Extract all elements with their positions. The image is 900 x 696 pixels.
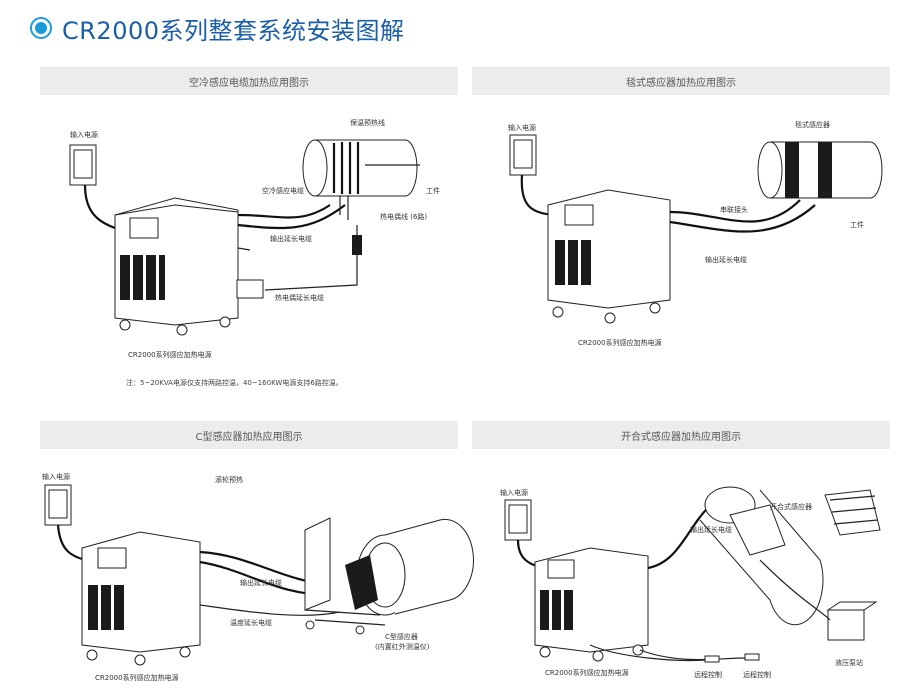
- label-roller: 滚轮预热: [215, 476, 243, 484]
- bullet-circle-icon: [30, 17, 52, 39]
- page-title: CR2000系列整套系统安装图解: [62, 16, 405, 45]
- label-machine-2: CR2000系列感应加热电源: [578, 339, 662, 347]
- label-machine-3: CR2000系列感应加热电源: [95, 674, 179, 682]
- panel-header-blanket: 毯式感应器加热应用图示: [472, 67, 890, 95]
- machine-2: [547, 189, 671, 324]
- power-box-2: [509, 134, 537, 176]
- panel-header-air-cable: 空冷感应电缆加热应用图示: [40, 67, 458, 95]
- label-blanket: 毯式感应器: [795, 121, 830, 129]
- machine-1: [114, 197, 239, 336]
- label-hydraulic: 液压泵站: [835, 659, 863, 667]
- label-insulation: 保温预热线: [350, 119, 385, 127]
- label-input-power-2: 输入电源: [508, 124, 536, 132]
- hydraulic-pump: [826, 601, 878, 641]
- label-temp-ext: 温度延长电缆: [230, 619, 272, 627]
- pipe-1: [302, 139, 418, 197]
- label-workpiece-1: 工件: [426, 187, 440, 195]
- machine-4: [534, 547, 649, 662]
- label-thermocouple: 热电偶线 (6路): [380, 213, 428, 221]
- machine-3: [81, 531, 201, 666]
- power-box-4: [504, 499, 532, 541]
- label-output-ext-2: 输出延长电缆: [705, 256, 747, 264]
- label-machine-4: CR2000系列感应加热电源: [545, 669, 629, 677]
- label-remote-2: 远程控制: [743, 671, 771, 679]
- power-box-3: [44, 484, 72, 526]
- label-output-ext-1: 输出延长电缆: [270, 235, 312, 243]
- pipe-2: [757, 141, 883, 199]
- label-openclose: 开合式感应器: [770, 503, 812, 511]
- label-c-sensor: C型感应器: [385, 633, 418, 641]
- label-input-power-4: 输入电源: [500, 489, 528, 497]
- label-output-ext-4: 输出延长电缆: [690, 526, 732, 534]
- openclose-sensor: [824, 489, 881, 536]
- note-air-cable: 注：5~20KVA电源仅支持两路控温，40~160KW电源支持6路控温。: [126, 379, 343, 387]
- label-air-cable: 空冷感应电缆: [262, 187, 304, 195]
- panel-header-open-close: 开合式感应器加热应用图示: [472, 421, 890, 449]
- label-input-power-1: 输入电源: [70, 131, 98, 139]
- label-output-ext-3: 输出延长电缆: [240, 579, 282, 587]
- label-machine-1: CR2000系列感应加热电源: [128, 351, 212, 359]
- label-tc-ext: 热电偶延长电缆: [275, 294, 324, 302]
- page-title-row: CR2000系列整套系统安装图解: [30, 10, 405, 46]
- label-c-sensor-sub: (内置红外测温仪): [375, 643, 430, 651]
- power-box-1: [69, 144, 97, 186]
- label-workpiece-2: 工件: [850, 221, 864, 229]
- label-quick-connector: 串联接头: [720, 206, 748, 214]
- panel-header-c-type: C型感应器加热应用图示: [40, 421, 458, 449]
- label-input-power-3: 输入电源: [42, 473, 70, 481]
- pipe-4: [699, 486, 824, 626]
- cart-3: [304, 517, 386, 635]
- label-remote-1: 远程控制: [694, 671, 722, 679]
